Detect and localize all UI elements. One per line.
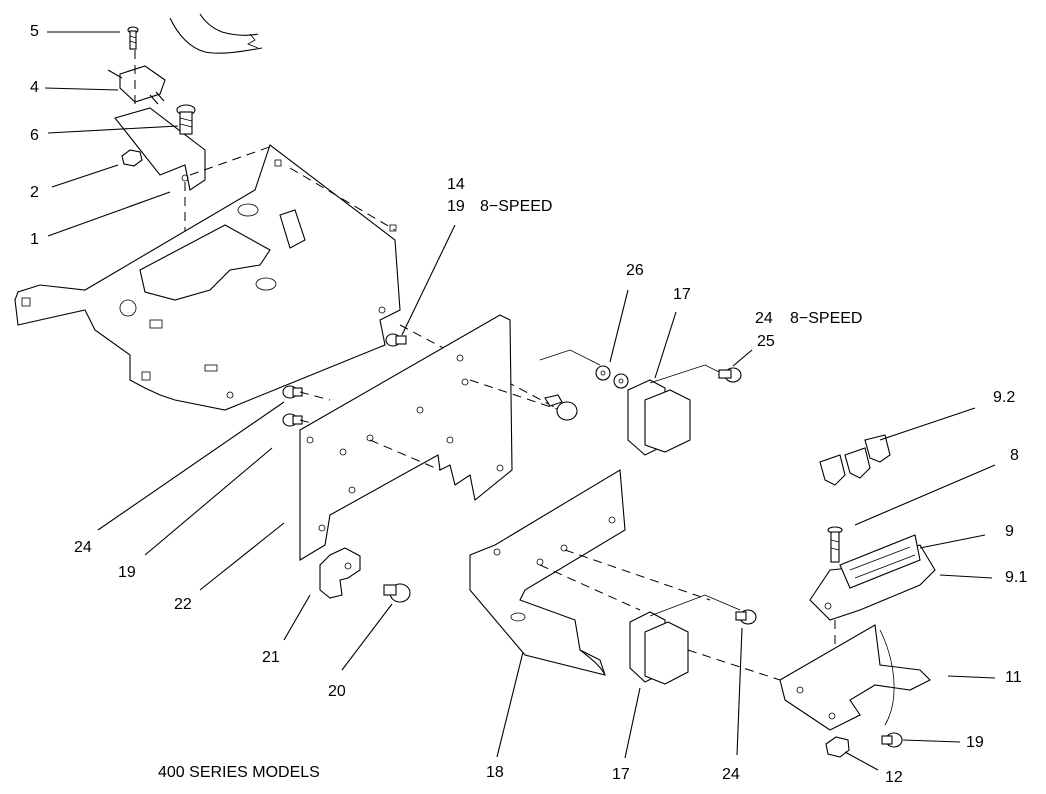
callout-25: 25 bbox=[757, 333, 775, 350]
fuse-clips-part-9-2 bbox=[819, 434, 891, 486]
screw-part-19-right bbox=[881, 732, 903, 748]
screw-part-5 bbox=[127, 26, 139, 50]
callout-18: 18 bbox=[486, 764, 504, 781]
bolt-part-6 bbox=[176, 104, 196, 135]
bolt-part-center bbox=[544, 394, 578, 421]
mounting-plate-part-22 bbox=[299, 314, 561, 561]
relay-part-17-bottom bbox=[629, 594, 781, 685]
switch-part-4 bbox=[107, 65, 166, 105]
main-frame-plate bbox=[14, 144, 561, 411]
nut-part-2 bbox=[121, 149, 143, 167]
leader-lines bbox=[44, 31, 996, 771]
screw-part-24-left bbox=[282, 385, 303, 399]
screw-part-8 bbox=[827, 526, 843, 563]
bracket-part-18 bbox=[469, 469, 711, 676]
callout-5: 5 bbox=[30, 23, 39, 40]
callout-4: 4 bbox=[30, 79, 39, 96]
screw-part-25 bbox=[718, 367, 742, 383]
callout-9-2: 9.2 bbox=[993, 389, 1016, 406]
relay-part-17-top bbox=[627, 364, 726, 456]
screw-part-24-bottom bbox=[735, 609, 757, 625]
callout-22: 22 bbox=[174, 596, 192, 613]
callout-1: 1 bbox=[30, 231, 39, 248]
bolt-part-20 bbox=[383, 583, 411, 603]
callout-11: 11 bbox=[1005, 669, 1022, 686]
callout-24-bottom: 24 bbox=[722, 766, 740, 783]
callout-19-left: 19 bbox=[118, 564, 136, 581]
washer-part-26 bbox=[539, 349, 629, 389]
clamp-part-21 bbox=[319, 547, 361, 599]
nut-part-12 bbox=[825, 736, 850, 758]
callout-8speed-b: 8−SPEED bbox=[790, 310, 863, 327]
callout-24-left: 24 bbox=[74, 539, 92, 556]
callout-17-top: 17 bbox=[673, 286, 691, 303]
callout-24-8speed: 24 bbox=[755, 310, 773, 327]
callout-21: 21 bbox=[262, 649, 280, 666]
hand-sketch bbox=[169, 13, 263, 54]
screw-part-14-19 bbox=[385, 333, 407, 347]
callout-2: 2 bbox=[30, 184, 39, 201]
bracket-part-11 bbox=[779, 624, 931, 731]
callout-8speed-a: 8−SPEED bbox=[480, 198, 553, 215]
callout-12: 12 bbox=[885, 769, 903, 786]
callout-8: 8 bbox=[1010, 447, 1019, 464]
callout-19-8speed: 19 bbox=[447, 198, 465, 215]
callout-9-1: 9.1 bbox=[1005, 569, 1028, 586]
callout-6: 6 bbox=[30, 127, 39, 144]
caption-series-models: 400 SERIES MODELS bbox=[158, 764, 320, 781]
callout-17-bottom: 17 bbox=[612, 766, 630, 783]
callout-19-right: 19 bbox=[966, 734, 984, 751]
callout-9: 9 bbox=[1005, 523, 1014, 540]
callout-20: 20 bbox=[328, 683, 346, 700]
callout-14: 14 bbox=[447, 176, 465, 193]
callout-26: 26 bbox=[626, 262, 644, 279]
